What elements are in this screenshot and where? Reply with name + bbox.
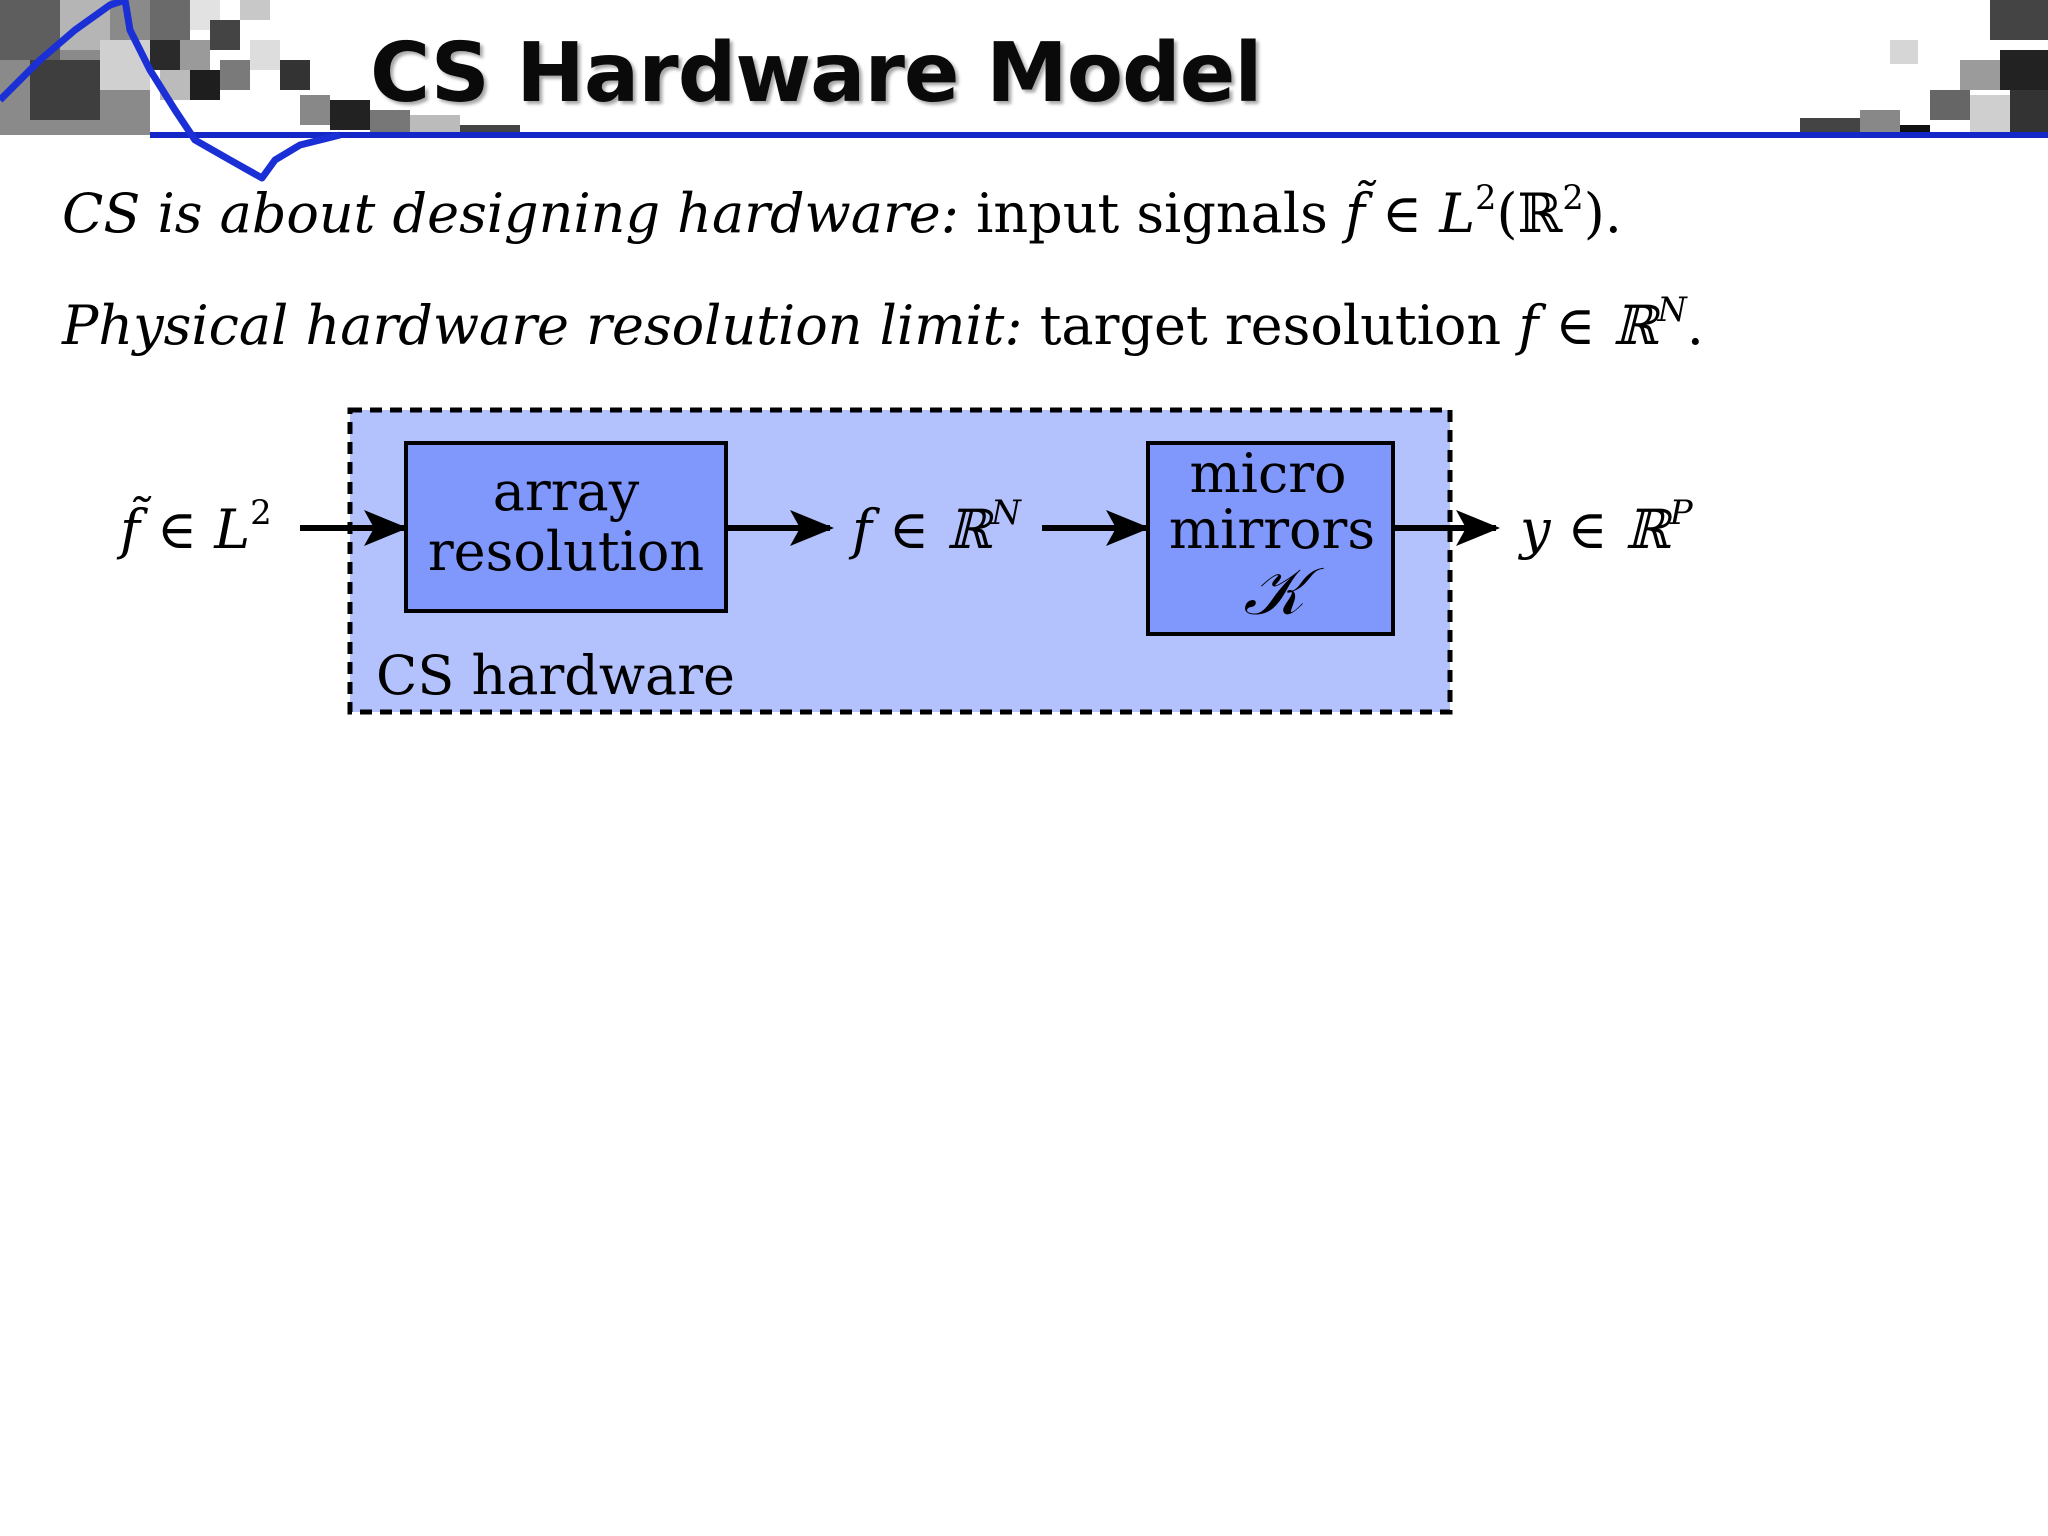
mirrors-block-line-1: micro: [1189, 442, 1346, 505]
header-decoration: [0, 0, 2048, 182]
micro-mirrors-block: [1146, 441, 1395, 636]
text-line-resolution-limit: Physical hardware resolution limit: targ…: [62, 290, 1704, 357]
line-1-end: ).: [1583, 182, 1622, 245]
line-1-text: input signals: [976, 182, 1328, 245]
header-curve: [0, 0, 341, 182]
array-resolution-block: [404, 441, 728, 613]
line-1-sup-2: 2: [1562, 177, 1584, 217]
line-1-math: f̃ ∈ L: [1345, 182, 1476, 245]
middle-label: f ∈ ℝN: [848, 493, 1022, 561]
line-2-italic: Physical hardware resolution limit:: [62, 294, 1023, 357]
line-1-sup: 2: [1475, 177, 1497, 217]
line-2-math: f ∈ ℝ: [1518, 294, 1658, 357]
input-label: f̃ ∈ L2: [116, 493, 272, 561]
line-1-italic: CS is about designing hardware:: [62, 182, 959, 245]
line-2-sup: N: [1657, 289, 1687, 329]
mirrors-block-line-2: mirrors: [1169, 498, 1375, 561]
header-image-right: [1800, 0, 2048, 137]
text-line-cs-hardware: CS is about designing hardware: input si…: [62, 178, 1622, 245]
array-block-line-1: array: [493, 460, 640, 523]
line-1-math-tail: (ℝ: [1496, 182, 1563, 245]
slide-title: CS Hardware Model: [370, 26, 1262, 121]
cs-hardware-label: CS hardware: [376, 644, 735, 707]
line-2-text: target resolution: [1039, 294, 1502, 357]
line-2-end: .: [1686, 294, 1704, 357]
header-image-left: [0, 0, 520, 137]
output-label: y ∈ ℝP: [1518, 493, 1694, 561]
array-block-line-2: resolution: [428, 520, 704, 583]
